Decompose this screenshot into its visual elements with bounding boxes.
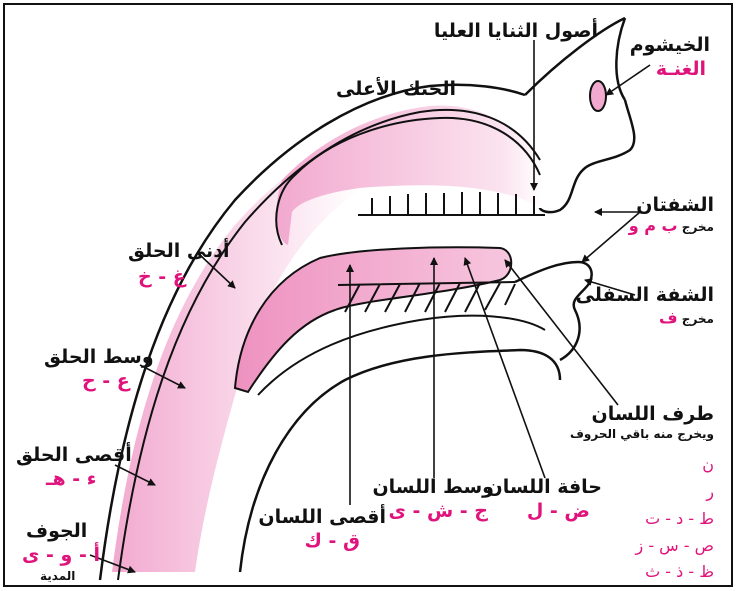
lower-lip bbox=[515, 262, 592, 360]
tongue-edge-letters: ض - ل bbox=[527, 502, 590, 521]
lower-lip-sub-prefix: مخرج bbox=[682, 312, 714, 326]
lips-sub-prefix: مخرج bbox=[682, 220, 714, 234]
upper-throat-letters: غ - خ bbox=[138, 268, 186, 287]
cavity-letters: أ - و - ى bbox=[22, 546, 100, 565]
lower-lip-sublabel: مخرج ف bbox=[659, 310, 714, 326]
cavity-sublabel: المدية bbox=[40, 570, 75, 582]
upper-teeth-label: أصول الثنايا العليا bbox=[434, 22, 598, 41]
tip-letter-3: ط - د - ت bbox=[645, 511, 714, 527]
tip-letter-2: ر bbox=[706, 484, 714, 500]
tip-letter-4: ص - س - ز bbox=[636, 538, 715, 554]
lower-lip-label: الشفة السفلى bbox=[576, 286, 714, 305]
tip-letter-5: ظ - ذ - ث bbox=[645, 564, 714, 580]
arrow-nasal bbox=[606, 65, 650, 95]
lips-sublabel: مخرج ب م و bbox=[629, 218, 714, 234]
upper-teeth bbox=[358, 192, 545, 215]
arrow-tongue-edge bbox=[465, 258, 545, 478]
upper-throat-label: أدنى الحلق bbox=[128, 242, 229, 261]
tongue-mid-letters: ج - ش - ى bbox=[388, 502, 488, 521]
tongue-tip-label: طرف اللسان bbox=[592, 405, 715, 424]
tip-letter-1: ن bbox=[702, 457, 714, 473]
tongue-tip-sublabel: ويخرج منه باقي الحروف bbox=[570, 428, 714, 440]
mid-throat-letters: ع - ح bbox=[82, 372, 130, 391]
deep-throat-label: أقصى الحلق bbox=[16, 446, 132, 465]
mid-throat-label: وسط الحلق bbox=[44, 348, 154, 367]
lower-lip-letter: ف bbox=[659, 308, 678, 327]
deep-throat-letters: ء - هـ bbox=[46, 470, 97, 489]
tongue-back-letters: ق - ك bbox=[304, 532, 360, 551]
jaw-line bbox=[240, 350, 560, 572]
tongue-edge-label: حافة اللسان bbox=[487, 478, 603, 497]
nasal-sublabel: الغنـة bbox=[656, 60, 706, 79]
lips-label: الشفتان bbox=[636, 196, 714, 215]
nasal-label: الخيشوم bbox=[630, 36, 710, 55]
tongue-mid-label: وسط اللسان bbox=[372, 478, 494, 497]
cavity-label: الجوف bbox=[26, 522, 87, 541]
palate-label: الحنك الأعلى bbox=[336, 80, 456, 99]
nasal-cavity bbox=[590, 81, 606, 111]
arrow-tongue-tip bbox=[505, 260, 618, 405]
lips-letters: ب م و bbox=[629, 216, 678, 235]
tongue-back-label: أقصى اللسان bbox=[258, 508, 386, 527]
